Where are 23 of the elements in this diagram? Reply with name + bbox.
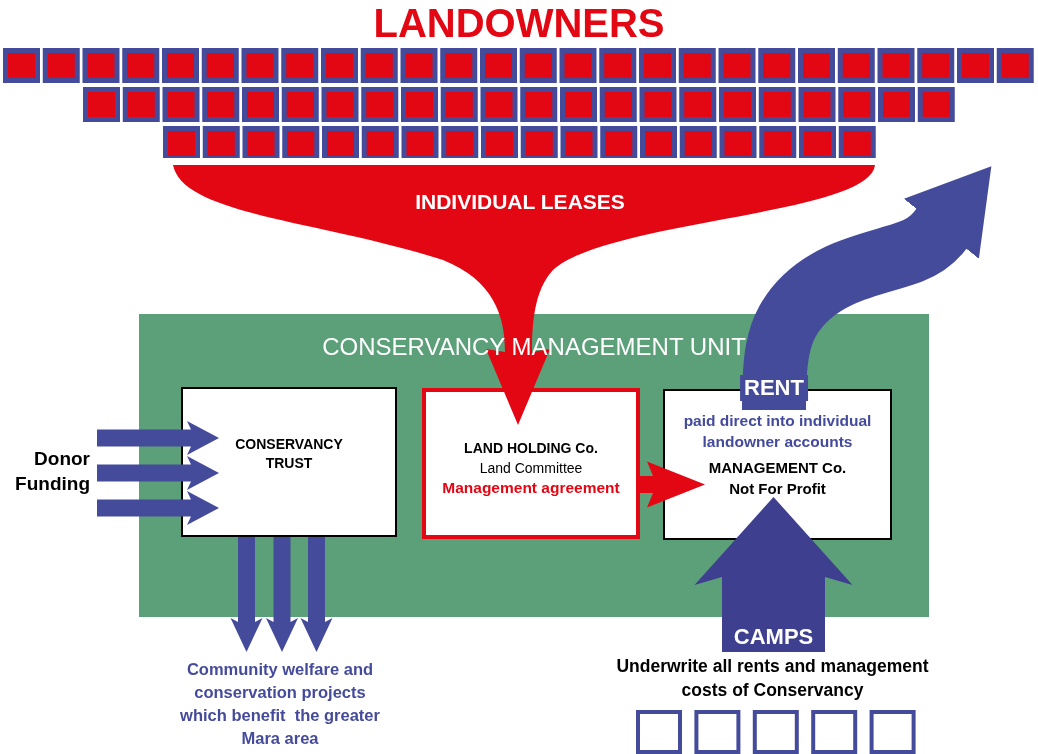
- thick-arrow: [266, 537, 298, 652]
- thick-arrow: [300, 537, 333, 652]
- heading: LANDOWNERS: [372, 0, 666, 46]
- camps-text: Underwrite all rents and management costs of Conservancy: [615, 655, 930, 702]
- thick-arrow: [173, 165, 875, 425]
- community-projects-text: Community welfare and conservation projects which benefit the greater Mara area: [179, 659, 381, 749]
- land-holding-text: LAND HOLDING Co.: [463, 439, 599, 458]
- management-company-text: Not For Profit: [728, 479, 827, 499]
- edge-label: RENT: [740, 375, 808, 401]
- trust-text: CONSERVANCY TRUST: [234, 435, 344, 473]
- thick-arrow: [97, 491, 219, 525]
- thick-arrow: [230, 537, 263, 652]
- thick-arrow: [640, 461, 705, 508]
- land-holding-box: [422, 388, 640, 539]
- thick-arrow: [97, 421, 219, 455]
- edge-label: INDIVIDUAL LEASES: [415, 190, 625, 214]
- land-holding-text: Management agreement: [441, 478, 621, 498]
- land-holding-text: Land Committee: [478, 459, 584, 478]
- trust-box: [181, 387, 397, 537]
- rent-note: paid direct into individual landowner accounts: [682, 411, 873, 452]
- thick-arrow: [97, 456, 219, 490]
- donor-funding-text: Donor Funding: [14, 447, 90, 496]
- management-company-text: MANAGEMENT Co.: [707, 458, 848, 478]
